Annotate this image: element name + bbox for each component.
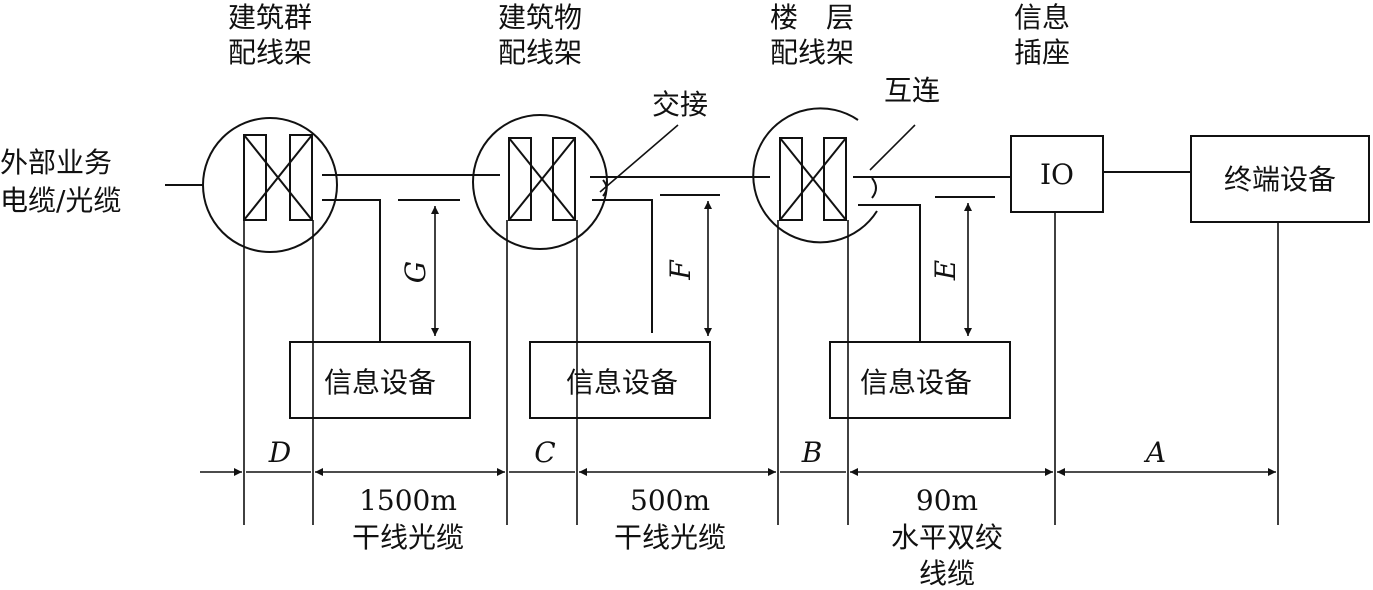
horizontal-cable-line2: 线缆 — [919, 557, 975, 590]
cross-connect-label: 交接 — [652, 88, 708, 121]
cross-connect-leader — [599, 124, 679, 193]
io-box — [1010, 135, 1104, 213]
campus-df-label-line1: 建筑群 — [228, 1, 312, 34]
segment-d-label: D — [268, 436, 291, 469]
info-equipment-label-3: 信息设备 — [860, 366, 972, 399]
external-cable-label-line2: 电缆/光缆 — [0, 184, 121, 217]
segment-b-label: B — [801, 436, 823, 469]
floor-distribution-frame — [752, 107, 878, 244]
backbone-building-length: 500m — [630, 484, 710, 517]
building-distribution-frame — [472, 114, 608, 250]
segment-a-label: A — [1143, 436, 1166, 469]
g-distance-label: G — [399, 261, 432, 283]
segment-c-label: C — [534, 436, 555, 469]
backbone-building-cable: 干线光缆 — [614, 521, 726, 554]
backbone-campus-length: 1500m — [359, 484, 457, 517]
info-equipment-box-1 — [289, 341, 471, 419]
io-label: IO — [1040, 158, 1074, 191]
extension-lines — [243, 212, 1279, 525]
info-outlet-label-line1: 信息 — [1014, 1, 1070, 34]
info-equipment-box-3 — [829, 341, 1011, 419]
terminal-label: 终端设备 — [1224, 163, 1336, 196]
interconnect-label: 互连 — [884, 74, 940, 107]
campus-distribution-frame — [202, 117, 338, 253]
campus-df-label-line2: 配线架 — [228, 36, 312, 69]
building-df-label-line2: 配线架 — [498, 36, 582, 69]
info-equipment-label-2: 信息设备 — [566, 366, 678, 399]
building-df-label-line1: 建筑物 — [498, 1, 582, 34]
info-equipment-box-2 — [529, 341, 711, 419]
branch-line-2 — [592, 199, 653, 333]
cross-connect-arc — [602, 179, 608, 197]
info-equipment-label-1: 信息设备 — [324, 366, 436, 399]
branch-line-3 — [858, 204, 921, 342]
interconnect-arc — [871, 177, 877, 199]
e-distance-label: E — [929, 260, 962, 281]
info-outlet-label-line2: 插座 — [1014, 36, 1070, 69]
floor-df-label-line2: 配线架 — [770, 36, 854, 69]
interconnect-leader — [869, 124, 916, 171]
f-distance-label: F — [664, 259, 697, 281]
horizontal-length: 90m — [916, 484, 978, 517]
terminal-box — [1190, 135, 1370, 223]
branch-line-1 — [322, 199, 381, 342]
backbone-campus-cable: 干线光缆 — [352, 521, 464, 554]
floor-df-label-line1: 楼 层 — [770, 1, 854, 34]
horizontal-cable-line1: 水平双绞 — [891, 521, 1003, 554]
external-cable-label-line1: 外部业务 — [0, 146, 112, 179]
